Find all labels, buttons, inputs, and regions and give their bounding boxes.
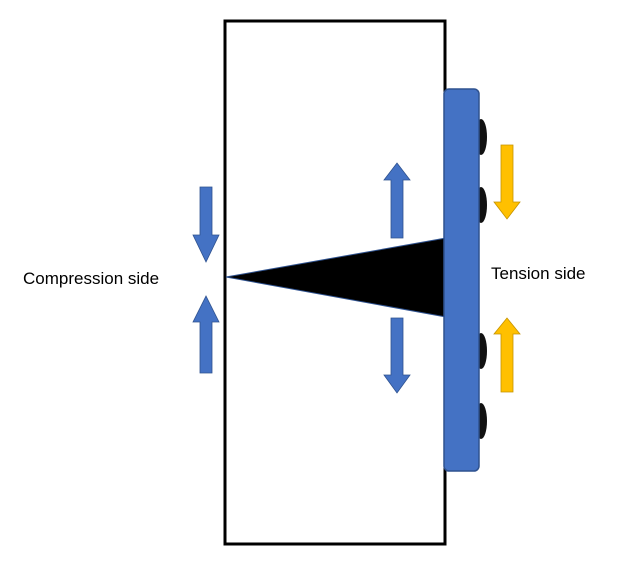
arrow-down-icon bbox=[383, 317, 411, 394]
tension-side-label: Tension side bbox=[491, 264, 586, 283]
arrow-up-icon bbox=[383, 162, 411, 239]
arrow-up-icon bbox=[192, 295, 220, 374]
fixation-plate bbox=[443, 88, 480, 472]
arrow-down-icon bbox=[192, 186, 220, 263]
crack-opening-arrows bbox=[383, 162, 411, 394]
compression-side-label: Compression side bbox=[23, 269, 159, 288]
arrow-up-icon bbox=[493, 317, 521, 393]
tension-arrows bbox=[493, 144, 521, 393]
compression-arrows bbox=[192, 186, 220, 374]
arrow-down-icon bbox=[493, 144, 521, 220]
